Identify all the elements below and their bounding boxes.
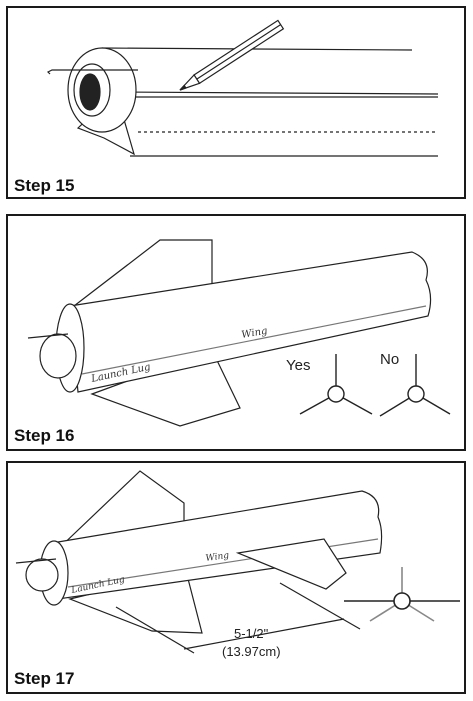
wing: [235, 538, 347, 590]
step-17-panel: Wing Launch Lug 5-1/2" (13.97cm) Step 17: [6, 461, 466, 694]
fin-spacing-incorrect-icon: [379, 354, 451, 417]
wing-placement-icon: [344, 567, 460, 622]
yes-label: Yes: [286, 357, 310, 374]
step-16-illustration: Wing Launch Lug Yes No: [27, 239, 451, 427]
step-15-panel: Step 15: [6, 6, 466, 199]
body-tube: [69, 251, 432, 393]
fin-spacing-correct-icon: [299, 354, 373, 415]
dimension-metric-label: (13.97cm): [222, 644, 281, 659]
step-15-illustration: [46, 19, 439, 157]
body-tube: [51, 490, 383, 600]
step-17-illustration: Wing Launch Lug 5-1/2" (13.97cm): [15, 470, 460, 659]
wing-note: Wing: [241, 326, 269, 341]
step-15-label: Step 15: [14, 176, 75, 195]
dimension-label: 5-1/2": [234, 626, 269, 641]
step-16-panel: Wing Launch Lug Yes No Step 16: [6, 214, 466, 451]
step-16-label: Step 16: [14, 426, 75, 445]
wing-note: Wing: [205, 551, 230, 564]
no-label: No: [380, 351, 399, 368]
step-17-label: Step 17: [14, 669, 75, 688]
